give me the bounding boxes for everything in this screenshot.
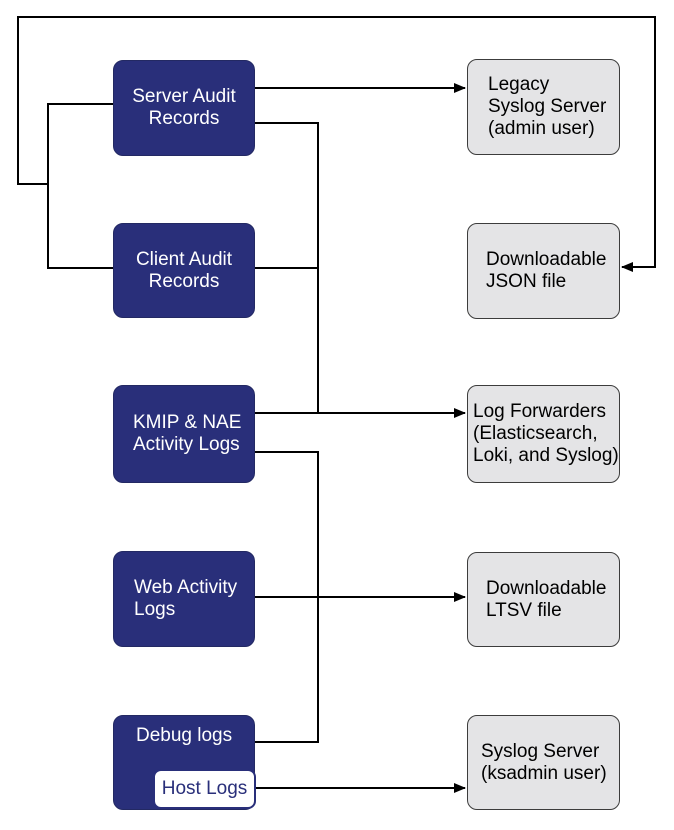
node-web-activity-logs: Web Activity Logs xyxy=(113,551,255,647)
node-label: Server Audit Records xyxy=(132,86,236,129)
edge-server-client-join-to-forwarders xyxy=(255,122,319,413)
node-label: Downloadable JSON file xyxy=(486,249,607,292)
node-client-audit-records: Client Audit Records xyxy=(113,223,255,318)
node-label: Client Audit Records xyxy=(135,248,233,292)
node-label: Legacy Syslog Server (admin user) xyxy=(488,74,607,139)
node-label: Syslog Server (ksadmin user) xyxy=(481,740,607,784)
node-label: Downloadable LTSV file xyxy=(486,577,607,621)
node-label: KMIP & NAE Activity Logs xyxy=(133,412,242,455)
node-label: Debug logs xyxy=(136,725,233,746)
node-syslog-server-ksadmin: Syslog Server (ksadmin user) xyxy=(467,715,620,810)
edge-audit-records-to-json-file xyxy=(17,16,656,272)
node-label: Log Forwarders (Elasticsearch, Loki, and… xyxy=(473,401,619,466)
node-legacy-syslog-server: Legacy Syslog Server (admin user) xyxy=(467,59,620,155)
node-kmip-nae-activity-logs: KMIP & NAE Activity Logs xyxy=(113,385,255,483)
edge-left-bracket-server-client xyxy=(47,103,113,269)
node-host-logs: Host Logs xyxy=(153,769,256,809)
node-server-audit-records: Server Audit Records xyxy=(113,60,255,156)
node-log-forwarders: Log Forwarders (Elasticsearch, Loki, and… xyxy=(467,385,620,483)
node-downloadable-json-file: Downloadable JSON file xyxy=(467,223,620,319)
node-downloadable-ltsv-file: Downloadable LTSV file xyxy=(467,552,620,647)
node-label: Web Activity Logs xyxy=(134,577,238,620)
node-label: Host Logs xyxy=(161,778,248,799)
